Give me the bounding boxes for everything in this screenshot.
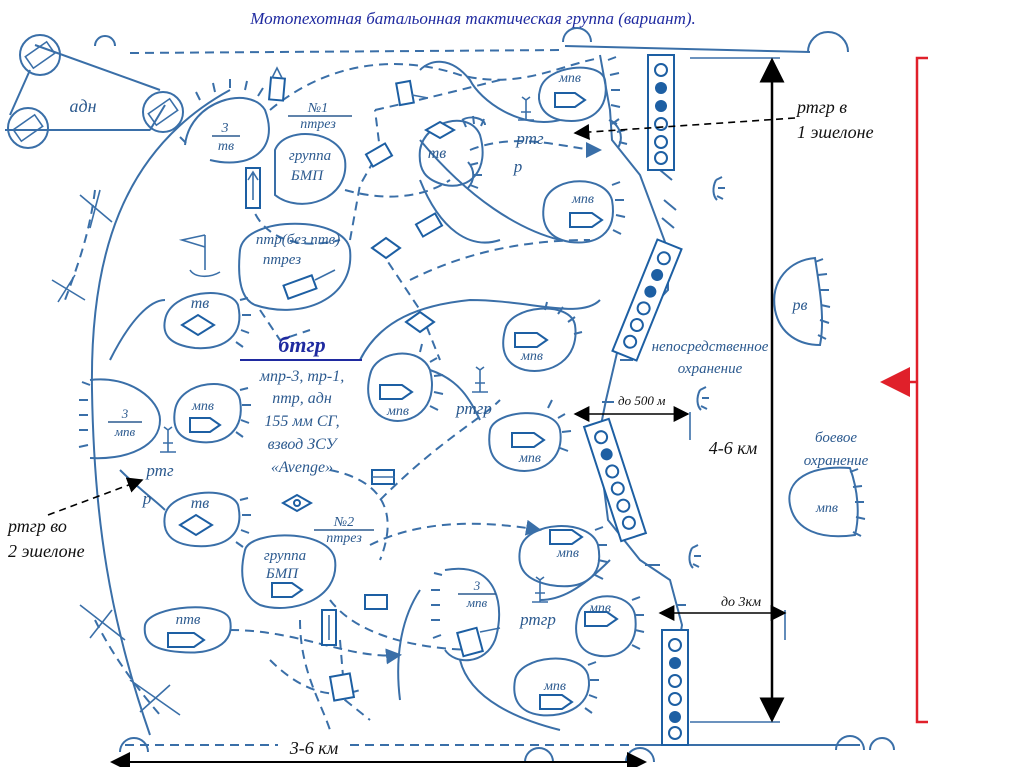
- annot-rtgr-1-line1: ртгр в: [795, 97, 847, 117]
- label-bmp-1: БМП: [290, 168, 324, 184]
- annot-rtgr-2-line2: 2 эшелоне: [8, 541, 85, 561]
- center-block-line-1: мпр-3, тр-1,: [259, 368, 344, 385]
- annotations: ртгр в 1 эшелоне ртгр во 2 эшелоне непос…: [6, 56, 928, 767]
- label-3mpv-b-num: 3: [473, 578, 481, 593]
- label-adn: адн: [69, 96, 96, 116]
- annot-46km: 4-6 км: [709, 438, 758, 458]
- label-gruppa-1: группа: [289, 148, 331, 164]
- label-mpv-b2: мпв: [543, 679, 566, 694]
- annot-rtgr-2-line1: ртгр во: [6, 516, 67, 536]
- label-mpv-b1: мпв: [588, 601, 611, 616]
- center-block-line-3: 155 мм СГ,: [264, 413, 339, 430]
- label-gruppa-2: группа: [264, 548, 306, 564]
- label-tv-left-2: тв: [191, 495, 210, 512]
- coordination-lines: [64, 57, 611, 731]
- label-rtg-top-r: р: [513, 157, 523, 176]
- vehicle-symbols: [51, 66, 548, 716]
- label-mpv-c1: мпв: [520, 349, 543, 364]
- label-mpv-left: мпв: [191, 399, 214, 414]
- annot-rtgr-1-line2: 1 эшелоне: [797, 122, 874, 142]
- annot-do500: до 500 м: [618, 393, 665, 408]
- annot-nepos-line2: охранение: [678, 361, 743, 377]
- diagram-title: Мотопехотная батальонная тактическая гру…: [249, 9, 696, 28]
- label-rtgr-c: ртгр: [455, 399, 492, 418]
- boundary-lines: [90, 27, 895, 763]
- label-tv-left: тв: [191, 295, 210, 312]
- label-3mpv-b-den: мпв: [466, 595, 488, 610]
- center-block-line-4: взвод ЗСУ: [268, 436, 339, 453]
- label-ptv: птв: [176, 612, 201, 628]
- label-mpv-c2: мпв: [386, 404, 409, 419]
- annot-boevoe-line2: охранение: [804, 453, 869, 469]
- annot-do3km: до 3км: [721, 595, 761, 610]
- annot-boevoe-line1: боевое: [815, 430, 857, 446]
- center-block: бтгр мпр-3, тр-1, птр, адн 155 мм СГ, вз…: [240, 332, 362, 476]
- label-ptrez1-num: №1: [307, 101, 328, 116]
- label-tv-top: тв: [428, 145, 447, 162]
- label-ptr-bez: птр(без птв): [256, 232, 340, 248]
- label-ptrez2-den: птрез: [326, 531, 362, 546]
- platoon-strip-4: [661, 629, 689, 746]
- unit-labels: 3 тв №1 птрез группа БМП тв ртг р мпв мп…: [108, 71, 838, 694]
- label-ptrez1-den: птрез: [300, 117, 336, 132]
- center-block-line-2: птр, адн: [272, 390, 332, 407]
- label-ptrez-2: птрез: [263, 252, 301, 268]
- label-mpv-2: мпв: [571, 192, 594, 207]
- label-rtg-left-r: р: [142, 489, 152, 508]
- platoon-strip-2: [611, 238, 683, 362]
- label-3tv-num: 3: [221, 121, 229, 136]
- label-mpv-boevoe: мпв: [815, 501, 838, 516]
- label-3mpv-den: мпв: [114, 424, 136, 439]
- label-mpv-1: мпв: [558, 71, 581, 86]
- unit-icons: [167, 92, 619, 710]
- label-mpv-c3: мпв: [518, 451, 541, 466]
- platoon-strip-1: [647, 54, 675, 171]
- center-block-line-5: «Avenge»: [271, 459, 333, 476]
- label-rtg-top: ртг: [515, 129, 544, 148]
- label-rtgr-b: ртгр: [519, 610, 556, 629]
- artillery-group-adn: адн: [5, 34, 184, 149]
- platoon-strip-3: [582, 417, 648, 543]
- label-bmp-2: БМП: [265, 566, 299, 582]
- annot-nepos-line1: непосредственное: [652, 339, 769, 355]
- annot-36km: 3-6 км: [289, 738, 339, 758]
- label-3mpv-num: 3: [121, 406, 129, 421]
- unit-areas: [78, 56, 866, 717]
- label-ptrez2-num: №2: [333, 515, 354, 530]
- center-block-title: бтгр: [278, 332, 325, 357]
- label-rtg-left: ртг: [145, 461, 174, 480]
- label-3tv-den: тв: [218, 139, 234, 154]
- label-mpv-c4: мпв: [556, 546, 579, 561]
- label-rv: рв: [792, 297, 808, 314]
